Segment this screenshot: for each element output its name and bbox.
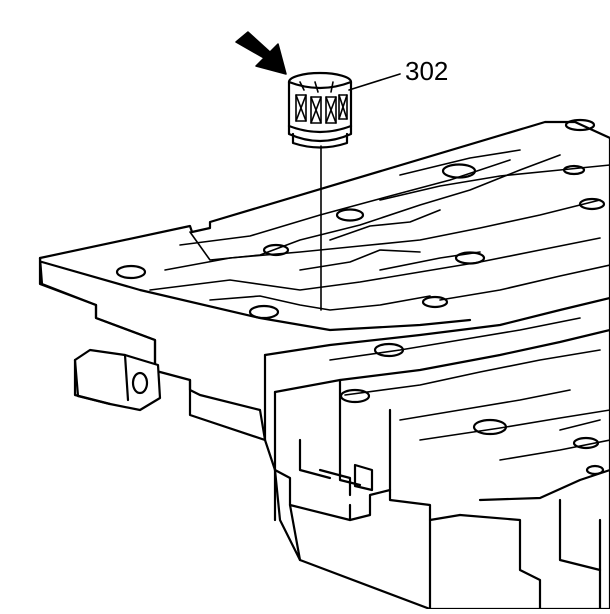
callout-leader-line xyxy=(348,73,401,91)
valve-body-casting xyxy=(38,118,610,611)
valve-body-holes xyxy=(115,118,606,476)
direction-arrow xyxy=(235,31,287,75)
part-302-filter xyxy=(287,71,353,149)
callout-label-302: 302 xyxy=(405,56,449,86)
